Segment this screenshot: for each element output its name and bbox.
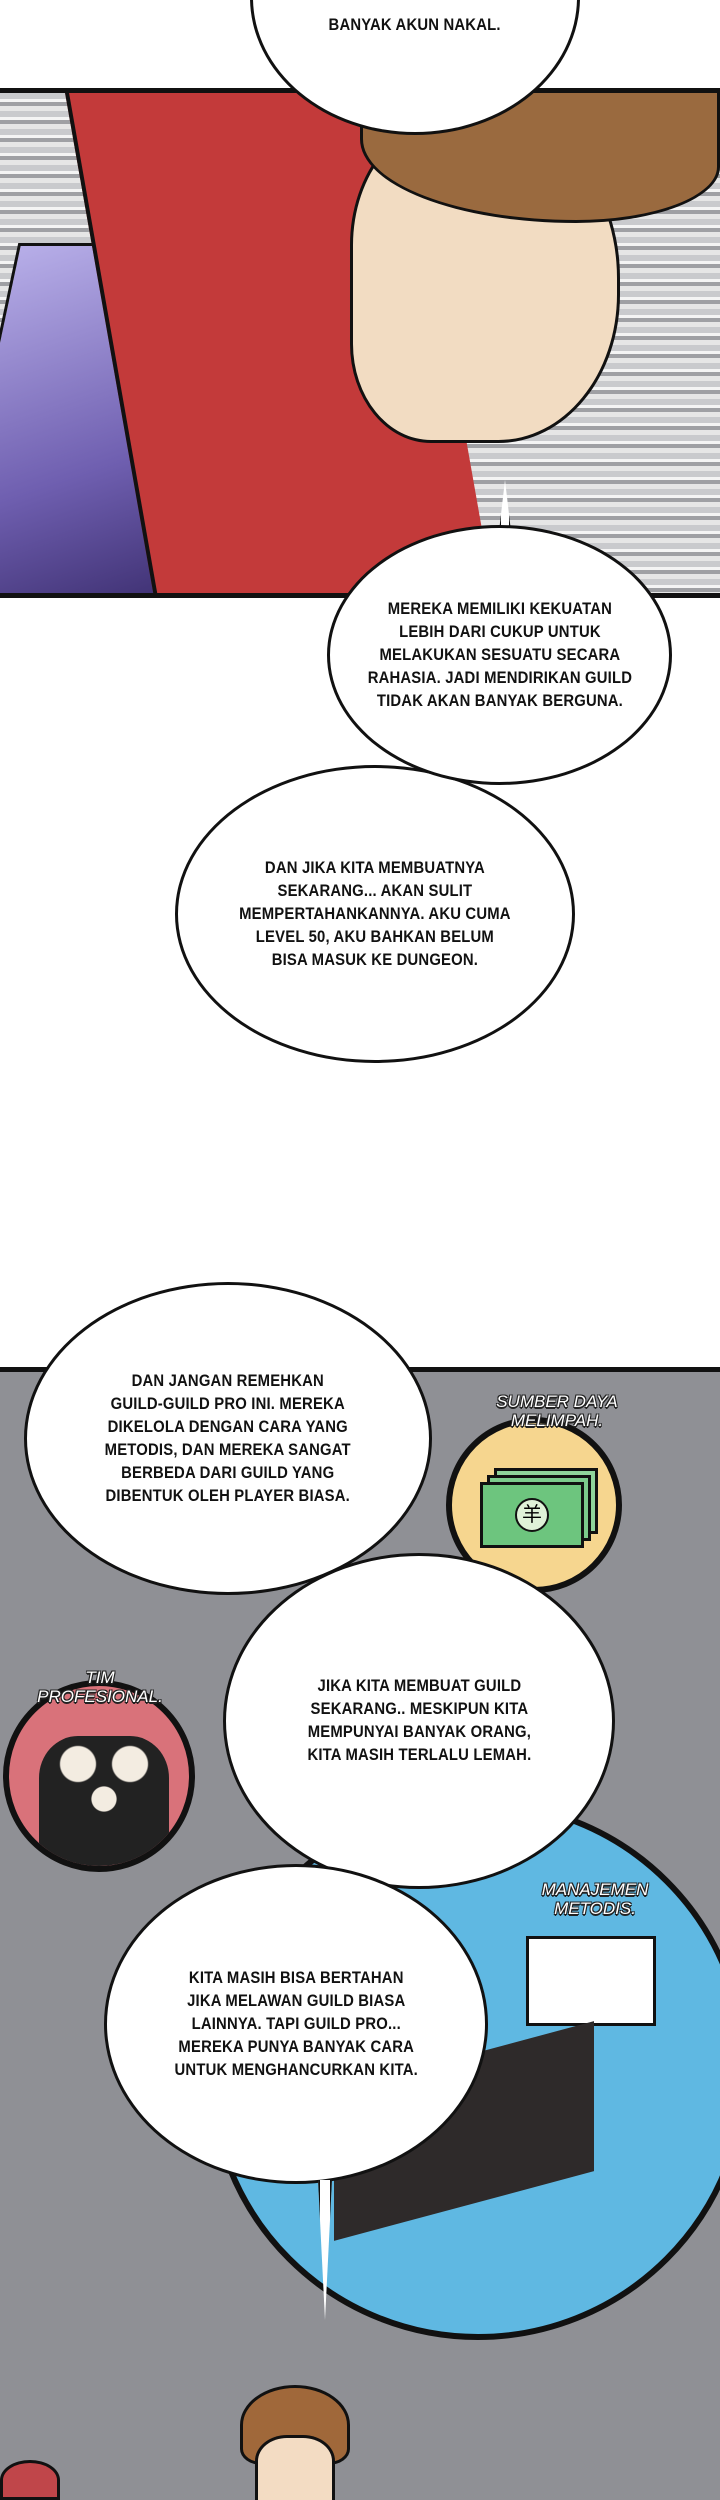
speech-bubble-4: JIKA KITA MEMBUAT GUILD SEKARANG.. MESKI… xyxy=(223,1553,615,1889)
bubble-text: JIKA KITA MEMBUAT GUILD SEKARANG.. MESKI… xyxy=(307,1677,531,1764)
bubble-text: DAN JANGAN REMEHKAN GUILD-GUILD PRO INI.… xyxy=(104,1371,352,1505)
caption-management: MANAJEMEN METODIS. xyxy=(541,1880,649,1918)
caption-resources: SUMBER DAYA MELIMPAH. xyxy=(496,1392,618,1430)
speech-bubble-5: KITA MASIH BISA BERTAHAN JIKA MELAWAN GU… xyxy=(104,1864,488,2184)
red-haired-character xyxy=(0,2460,60,2500)
bubble-text: MEREKA MEMILIKI KEKUATAN LEBIH DARI CUKU… xyxy=(367,599,632,710)
bubble-text: BANYAK AKUN NAKAL. xyxy=(328,16,502,34)
speech-bubble-2: DAN JIKA KITA MEMBUATNYA SEKARANG... AKA… xyxy=(175,765,575,1063)
presentation-board xyxy=(526,1936,656,2026)
professional-team-circle xyxy=(3,1680,195,1872)
character-chibi-face xyxy=(255,2435,335,2500)
speech-bubble-1: MEREKA MEMILIKI KEKUATAN LEBIH DARI CUKU… xyxy=(327,525,672,785)
money-stack-icon: 羊 xyxy=(480,1468,600,1548)
panel-character-closeup xyxy=(0,88,720,598)
suited-people-illustration xyxy=(39,1736,169,1866)
caption-team: TIM PROFESIONAL. xyxy=(37,1668,163,1706)
yen-symbol: 羊 xyxy=(515,1498,549,1532)
bubble-text: KITA MASIH BISA BERTAHAN JIKA MELAWAN GU… xyxy=(174,1968,418,2079)
bubble-text: DAN JIKA KITA MEMBUATNYA SEKARANG... AKA… xyxy=(239,858,511,969)
speech-bubble-3: DAN JANGAN REMEHKAN GUILD-GUILD PRO INI.… xyxy=(24,1282,432,1595)
